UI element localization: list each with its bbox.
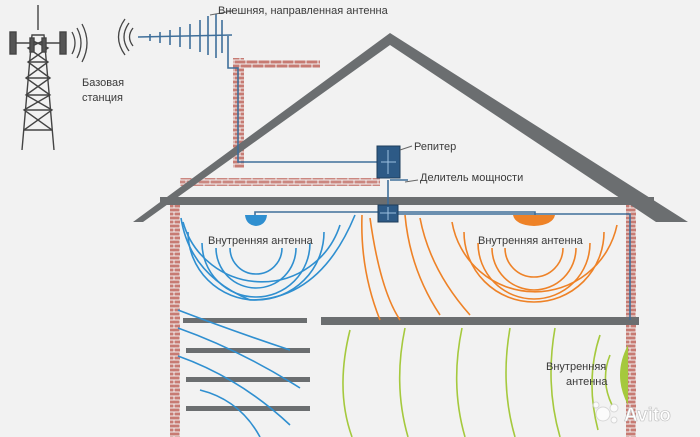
attic-wall-left (180, 178, 380, 186)
base-station-label-1: Базовая (82, 77, 124, 89)
tower-waves (71, 23, 88, 63)
external-antenna-label: Внешняя, направленная антенна (218, 5, 389, 17)
repeater-leader (399, 145, 413, 151)
stair-2 (186, 348, 310, 353)
power-divider-icon (377, 204, 399, 223)
wall-antenna-green (620, 345, 628, 405)
internal-antenna-lower-label-1: Внутренняя (546, 361, 606, 373)
waves-green (342, 327, 613, 437)
roof (133, 33, 688, 222)
internal-antenna-right-label: Внутренняя антенна (478, 235, 584, 247)
yagi-antenna-icon (137, 14, 233, 58)
watermark-text: Avito (624, 405, 671, 426)
repeater-label: Репитер (414, 141, 456, 153)
waves-orange (361, 214, 618, 321)
cell-tower-icon (9, 5, 67, 151)
divider-leader (404, 179, 419, 183)
stair-1 (183, 318, 307, 323)
waves-blue (177, 214, 356, 437)
cables (227, 36, 631, 320)
internal-antenna-lower-label-2: антенна (566, 376, 608, 388)
attic-wall-top (244, 60, 320, 68)
avito-logo-icon (592, 401, 619, 424)
power-divider-label: Делитель мощности (420, 172, 523, 184)
left-wall (170, 205, 180, 437)
ceiling-antenna-blue (245, 215, 267, 226)
stair-4 (186, 406, 310, 411)
stair-3 (186, 377, 310, 382)
repeater-box-icon (376, 145, 401, 179)
external-antenna-leader (209, 10, 233, 16)
ceiling-antenna-orange (513, 215, 555, 226)
floor-slab (321, 317, 639, 325)
ceiling-slab (160, 197, 654, 205)
base-station-label-2: станция (82, 92, 123, 104)
antenna-waves (117, 18, 134, 56)
internal-antenna-left-label: Внутренняя антенна (208, 235, 314, 247)
